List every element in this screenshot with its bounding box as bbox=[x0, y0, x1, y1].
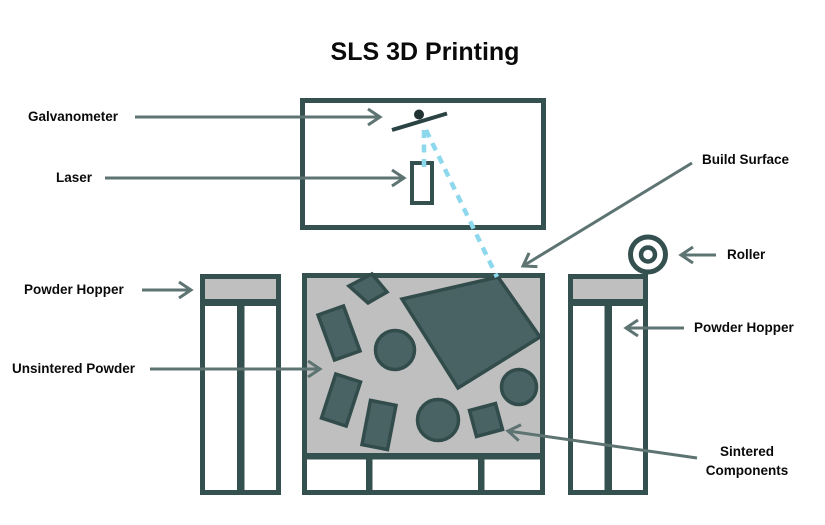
page-title: SLS 3D Printing bbox=[330, 38, 520, 66]
powder-hopper-right-assembly bbox=[568, 274, 648, 495]
label-unsintered-powder: Unsintered Powder bbox=[12, 361, 136, 376]
label-laser: Laser bbox=[56, 170, 93, 185]
sintered-part-rect-middle bbox=[359, 398, 399, 452]
powder-hopper-left-powder bbox=[205, 279, 276, 299]
laser-beam bbox=[421, 129, 500, 278]
sintered-part-small-square-bottom bbox=[467, 401, 505, 439]
label-build-surface: Build Surface bbox=[702, 152, 790, 167]
label-galvanometer: Galvanometer bbox=[28, 109, 119, 124]
label-sintered-components-line2: Components bbox=[705, 462, 789, 478]
hopper-right-piston bbox=[604, 303, 612, 493]
label-powder-hopper-left: Powder Hopper bbox=[24, 282, 124, 297]
galvanometer-pivot-dot bbox=[414, 109, 424, 120]
label-roller: Roller bbox=[727, 247, 766, 262]
build-chamber bbox=[302, 271, 545, 495]
label-powder-hopper-right: Powder Hopper bbox=[694, 320, 794, 335]
laser-emitter bbox=[410, 161, 434, 205]
sintered-part-circle-lower bbox=[415, 397, 461, 443]
sintered-part-circle-upper bbox=[373, 328, 417, 372]
powder-hopper-right-powder bbox=[573, 279, 643, 299]
annotation-arrows bbox=[105, 107, 716, 460]
sintered-part-small-square-top bbox=[345, 271, 390, 306]
build-platform-support-left bbox=[366, 457, 373, 493]
sintered-part-circle-right bbox=[499, 367, 539, 407]
sintered-components-group bbox=[315, 271, 543, 452]
galvanometer-mirror bbox=[391, 111, 448, 132]
sintered-part-rect-lower-left bbox=[319, 371, 363, 429]
hopper-right-plate bbox=[568, 299, 648, 306]
label-sintered-components-line1: Sintered bbox=[719, 444, 774, 459]
hopper-left-plate bbox=[200, 299, 281, 306]
hopper-left-piston bbox=[237, 303, 245, 493]
label-sintered-components: Sintered Components bbox=[697, 443, 797, 480]
sintered-part-large-square bbox=[399, 275, 543, 391]
sintered-components-arrow bbox=[505, 423, 698, 460]
sintered-part-rect-upper-left bbox=[315, 303, 363, 363]
build-platform-plate bbox=[302, 453, 545, 460]
build-surface-arrow bbox=[520, 161, 693, 269]
powder-hopper-left-assembly bbox=[200, 274, 281, 495]
build-platform-support-right bbox=[478, 457, 485, 493]
roller-icon bbox=[628, 234, 668, 275]
